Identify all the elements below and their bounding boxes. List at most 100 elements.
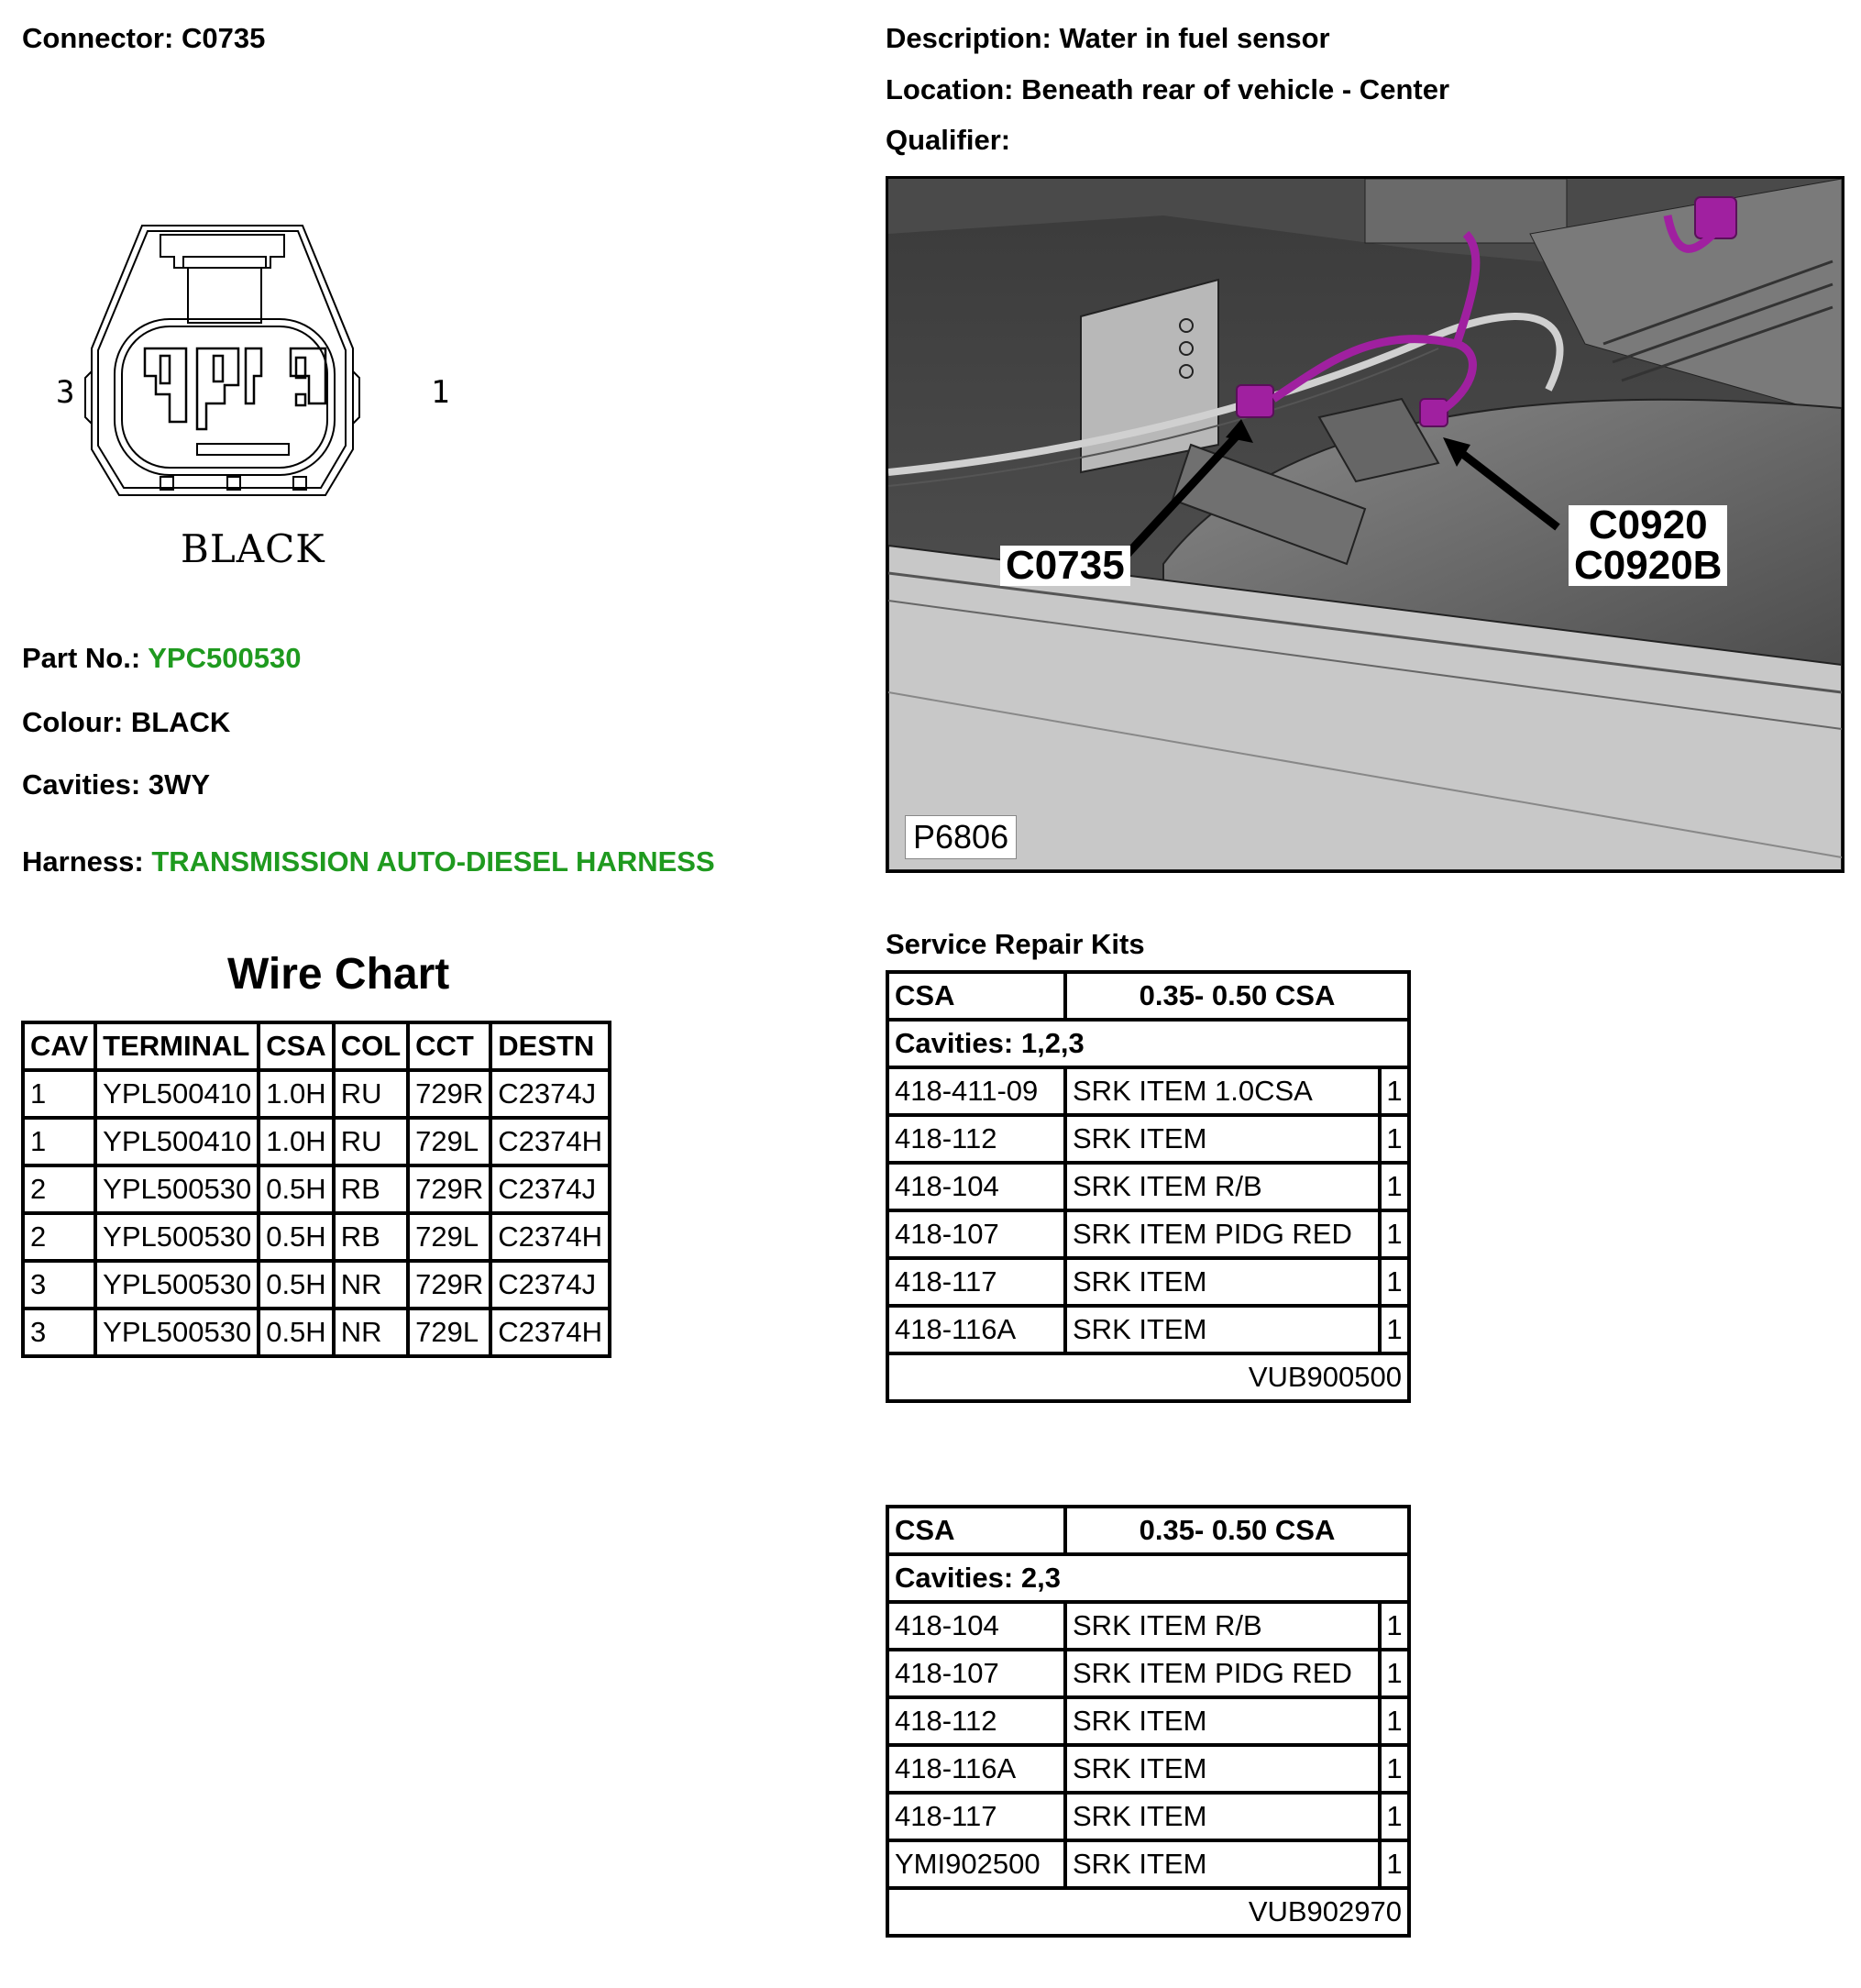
connector-label: Connector: — [22, 22, 174, 54]
table-row: 418-117 SRK ITEM 1 — [886, 1256, 1411, 1308]
kit-item-qty: 1 — [1378, 1256, 1411, 1308]
table-row: 2 YPL500530 0.5H RB 729R C2374J — [20, 1164, 611, 1215]
kit-item-code: 418-107 — [886, 1648, 1067, 1699]
kit-item-code: 418-116A — [886, 1743, 1067, 1795]
colour-label: Colour: — [22, 706, 124, 738]
cell-csa: 0.5H — [257, 1211, 336, 1263]
kit-item-desc: SRK ITEM — [1063, 1695, 1382, 1747]
wire-chart-title: Wire Chart — [227, 950, 450, 999]
callout-c0920: C0920 C0920B — [1569, 503, 1728, 586]
cell-terminal: YPL500410 — [94, 1068, 261, 1120]
cell-terminal: YPL500530 — [94, 1211, 261, 1263]
cell-terminal: YPL500410 — [94, 1116, 261, 1167]
kit-csa-label: CSA — [886, 970, 1067, 1022]
table-row: 418-117 SRK ITEM 1 — [886, 1791, 1411, 1842]
kit-cavities-row: Cavities: 1,2,3 — [886, 1018, 1411, 1069]
kit-item-desc: SRK ITEM — [1063, 1113, 1382, 1165]
kit-item-qty: 1 — [1378, 1066, 1411, 1117]
kit-item-code: YMI902500 — [886, 1839, 1067, 1890]
cell-cav: 3 — [20, 1259, 98, 1310]
cell-cav: 2 — [20, 1211, 98, 1263]
kit-item-qty: 1 — [1378, 1648, 1411, 1699]
cell-destn: C2374J — [489, 1068, 611, 1120]
kit-item-code: 418-112 — [886, 1695, 1067, 1747]
pin-number-left: 3 — [56, 374, 75, 411]
repair-kit-table-1: CSA 0.35- 0.50 CSA Cavities: 1,2,3 418-4… — [886, 970, 1411, 1403]
kit-item-qty: 1 — [1378, 1743, 1411, 1795]
part-field: Part No.: YPC500530 — [22, 642, 301, 675]
photo-reference: P6806 — [905, 815, 1018, 859]
location-photo: C0735 C0920 C0920B P6806 — [886, 176, 1844, 873]
connector-face-diagram: 3 1 — [50, 220, 449, 536]
kit-cavities: Cavities: 1,2,3 — [886, 1018, 1411, 1069]
wire-chart-table: CAV TERMINAL CSA COL CCT DESTN 1 YPL5004… — [20, 1021, 611, 1358]
cell-cav: 3 — [20, 1307, 98, 1358]
kit-csa-value: 0.35- 0.50 CSA — [1063, 1505, 1411, 1556]
table-row: 418-104 SRK ITEM R/B 1 — [886, 1600, 1411, 1651]
kit-item-desc: SRK ITEM R/B — [1063, 1161, 1382, 1212]
kit-item-qty: 1 — [1378, 1791, 1411, 1842]
table-row: 3 YPL500530 0.5H NR 729R C2374J — [20, 1259, 611, 1310]
table-row: 418-116A SRK ITEM 1 — [886, 1743, 1411, 1795]
kit-item-qty: 1 — [1378, 1161, 1411, 1212]
cell-cct: 729L — [406, 1211, 493, 1263]
harness-link[interactable]: TRANSMISSION AUTO-DIESEL HARNESS — [151, 845, 715, 878]
header-cav: CAV — [20, 1021, 98, 1072]
cell-destn: C2374J — [489, 1259, 611, 1310]
table-row: 418-112 SRK ITEM 1 — [886, 1695, 1411, 1747]
header-csa: CSA — [257, 1021, 336, 1072]
kit-item-code: 418-116A — [886, 1304, 1067, 1355]
kit-item-code: 418-104 — [886, 1161, 1067, 1212]
kit-item-code: 418-112 — [886, 1113, 1067, 1165]
kit-item-desc: SRK ITEM 1.0CSA — [1063, 1066, 1382, 1117]
kit-ref-row: VUB900500 — [886, 1352, 1411, 1403]
cell-destn: C2374H — [489, 1116, 611, 1167]
kit-csa-label: CSA — [886, 1505, 1067, 1556]
kit-item-code: 418-104 — [886, 1600, 1067, 1651]
wire-chart-header-row: CAV TERMINAL CSA COL CCT DESTN — [20, 1021, 611, 1072]
kit-item-desc: SRK ITEM — [1063, 1256, 1382, 1308]
kit-cavities-row: Cavities: 2,3 — [886, 1552, 1411, 1604]
cell-cct: 729R — [406, 1259, 493, 1310]
cell-csa: 0.5H — [257, 1307, 336, 1358]
location-label: Location: — [886, 73, 1014, 105]
cell-csa: 1.0H — [257, 1068, 336, 1120]
part-label: Part No.: — [22, 642, 141, 674]
cell-csa: 0.5H — [257, 1164, 336, 1215]
header-col: COL — [331, 1021, 411, 1072]
kit-item-qty: 1 — [1378, 1600, 1411, 1651]
kit-reference: VUB900500 — [886, 1352, 1411, 1403]
pin-number-right: 1 — [431, 374, 450, 411]
callout-c0920-line1: C0920 — [1588, 503, 1708, 547]
cell-col: NR — [331, 1307, 411, 1358]
kit-csa-value: 0.35- 0.50 CSA — [1063, 970, 1411, 1022]
cavities-label: Cavities: — [22, 768, 141, 801]
part-number-link[interactable]: YPC500530 — [148, 642, 302, 674]
cell-col: RU — [331, 1068, 411, 1120]
table-row: 418-411-09 SRK ITEM 1.0CSA 1 — [886, 1066, 1411, 1117]
header-destn: DESTN — [489, 1021, 611, 1072]
connector-colour-caption: BLACK — [181, 526, 325, 571]
kits-title: Service Repair Kits — [886, 928, 1145, 960]
cavities-field: Cavities: 3WY — [22, 768, 210, 801]
kit-ref-row: VUB902970 — [886, 1886, 1411, 1938]
kit-item-code: 418-411-09 — [886, 1066, 1067, 1117]
cavities-value: 3WY — [148, 768, 211, 801]
cell-cct: 729L — [406, 1116, 493, 1167]
description-label: Description: — [886, 22, 1052, 54]
colour-value: BLACK — [130, 706, 231, 738]
description-field: Description: Water in fuel sensor — [886, 22, 1330, 55]
table-row: YMI902500 SRK ITEM 1 — [886, 1839, 1411, 1890]
cell-destn: C2374H — [489, 1307, 611, 1358]
table-row: 1 YPL500410 1.0H RU 729R C2374J — [20, 1068, 611, 1120]
cell-csa: 1.0H — [257, 1116, 336, 1167]
kit-item-code: 418-117 — [886, 1791, 1067, 1842]
cell-destn: C2374J — [489, 1164, 611, 1215]
cell-destn: C2374H — [489, 1211, 611, 1263]
kit-item-qty: 1 — [1378, 1695, 1411, 1747]
cell-terminal: YPL500530 — [94, 1164, 261, 1215]
cell-col: NR — [331, 1259, 411, 1310]
cell-terminal: YPL500530 — [94, 1307, 261, 1358]
connector-value: C0735 — [181, 22, 266, 54]
cell-csa: 0.5H — [257, 1259, 336, 1310]
